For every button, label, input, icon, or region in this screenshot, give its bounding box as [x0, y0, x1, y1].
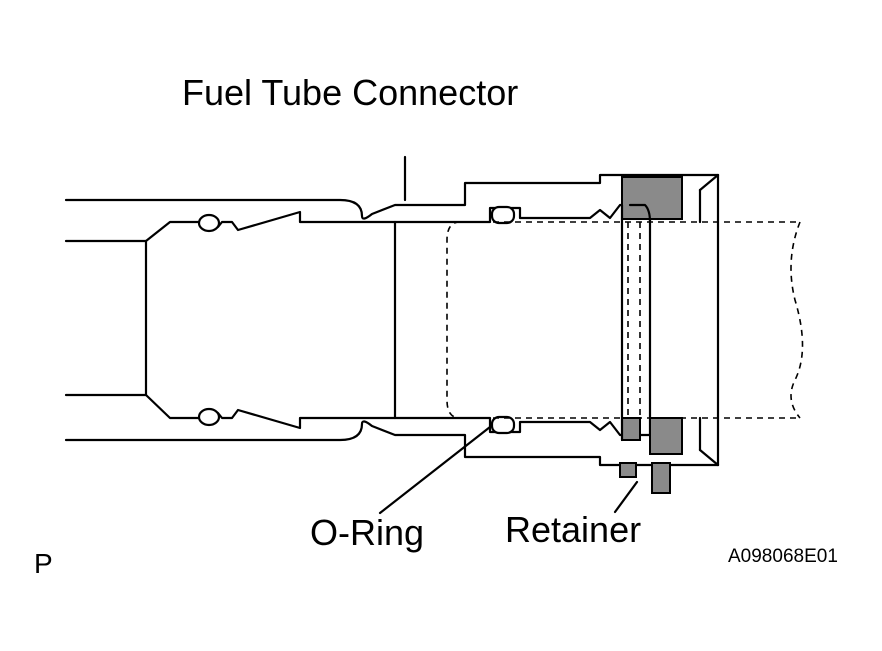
barb-oring-top — [197, 213, 221, 233]
oring-label: O-Ring — [310, 512, 424, 553]
barb-oring-bottom — [197, 407, 221, 427]
retainer-label: Retainer — [505, 509, 641, 550]
retainer-block-top — [621, 176, 683, 220]
figure-id: A098068E01 — [728, 546, 838, 567]
connector-housing — [393, 173, 720, 467]
title-label: Fuel Tube Connector — [182, 72, 518, 113]
connector-oring-bottom — [490, 415, 516, 435]
retainer-tab-left — [619, 462, 637, 478]
hose-outer-walls — [64, 173, 720, 467]
retainer-clip — [621, 417, 641, 441]
retainer-tab-right — [651, 462, 671, 494]
retainer-block-bottom — [649, 417, 683, 455]
retainer-leader-line — [613, 480, 639, 514]
connector-oring-top — [490, 205, 516, 225]
corner-mark: P — [34, 548, 53, 579]
retainer — [619, 176, 683, 494]
oring-leader-line — [378, 425, 492, 515]
inner-pipe — [64, 210, 397, 430]
inserted-tube — [446, 221, 804, 419]
